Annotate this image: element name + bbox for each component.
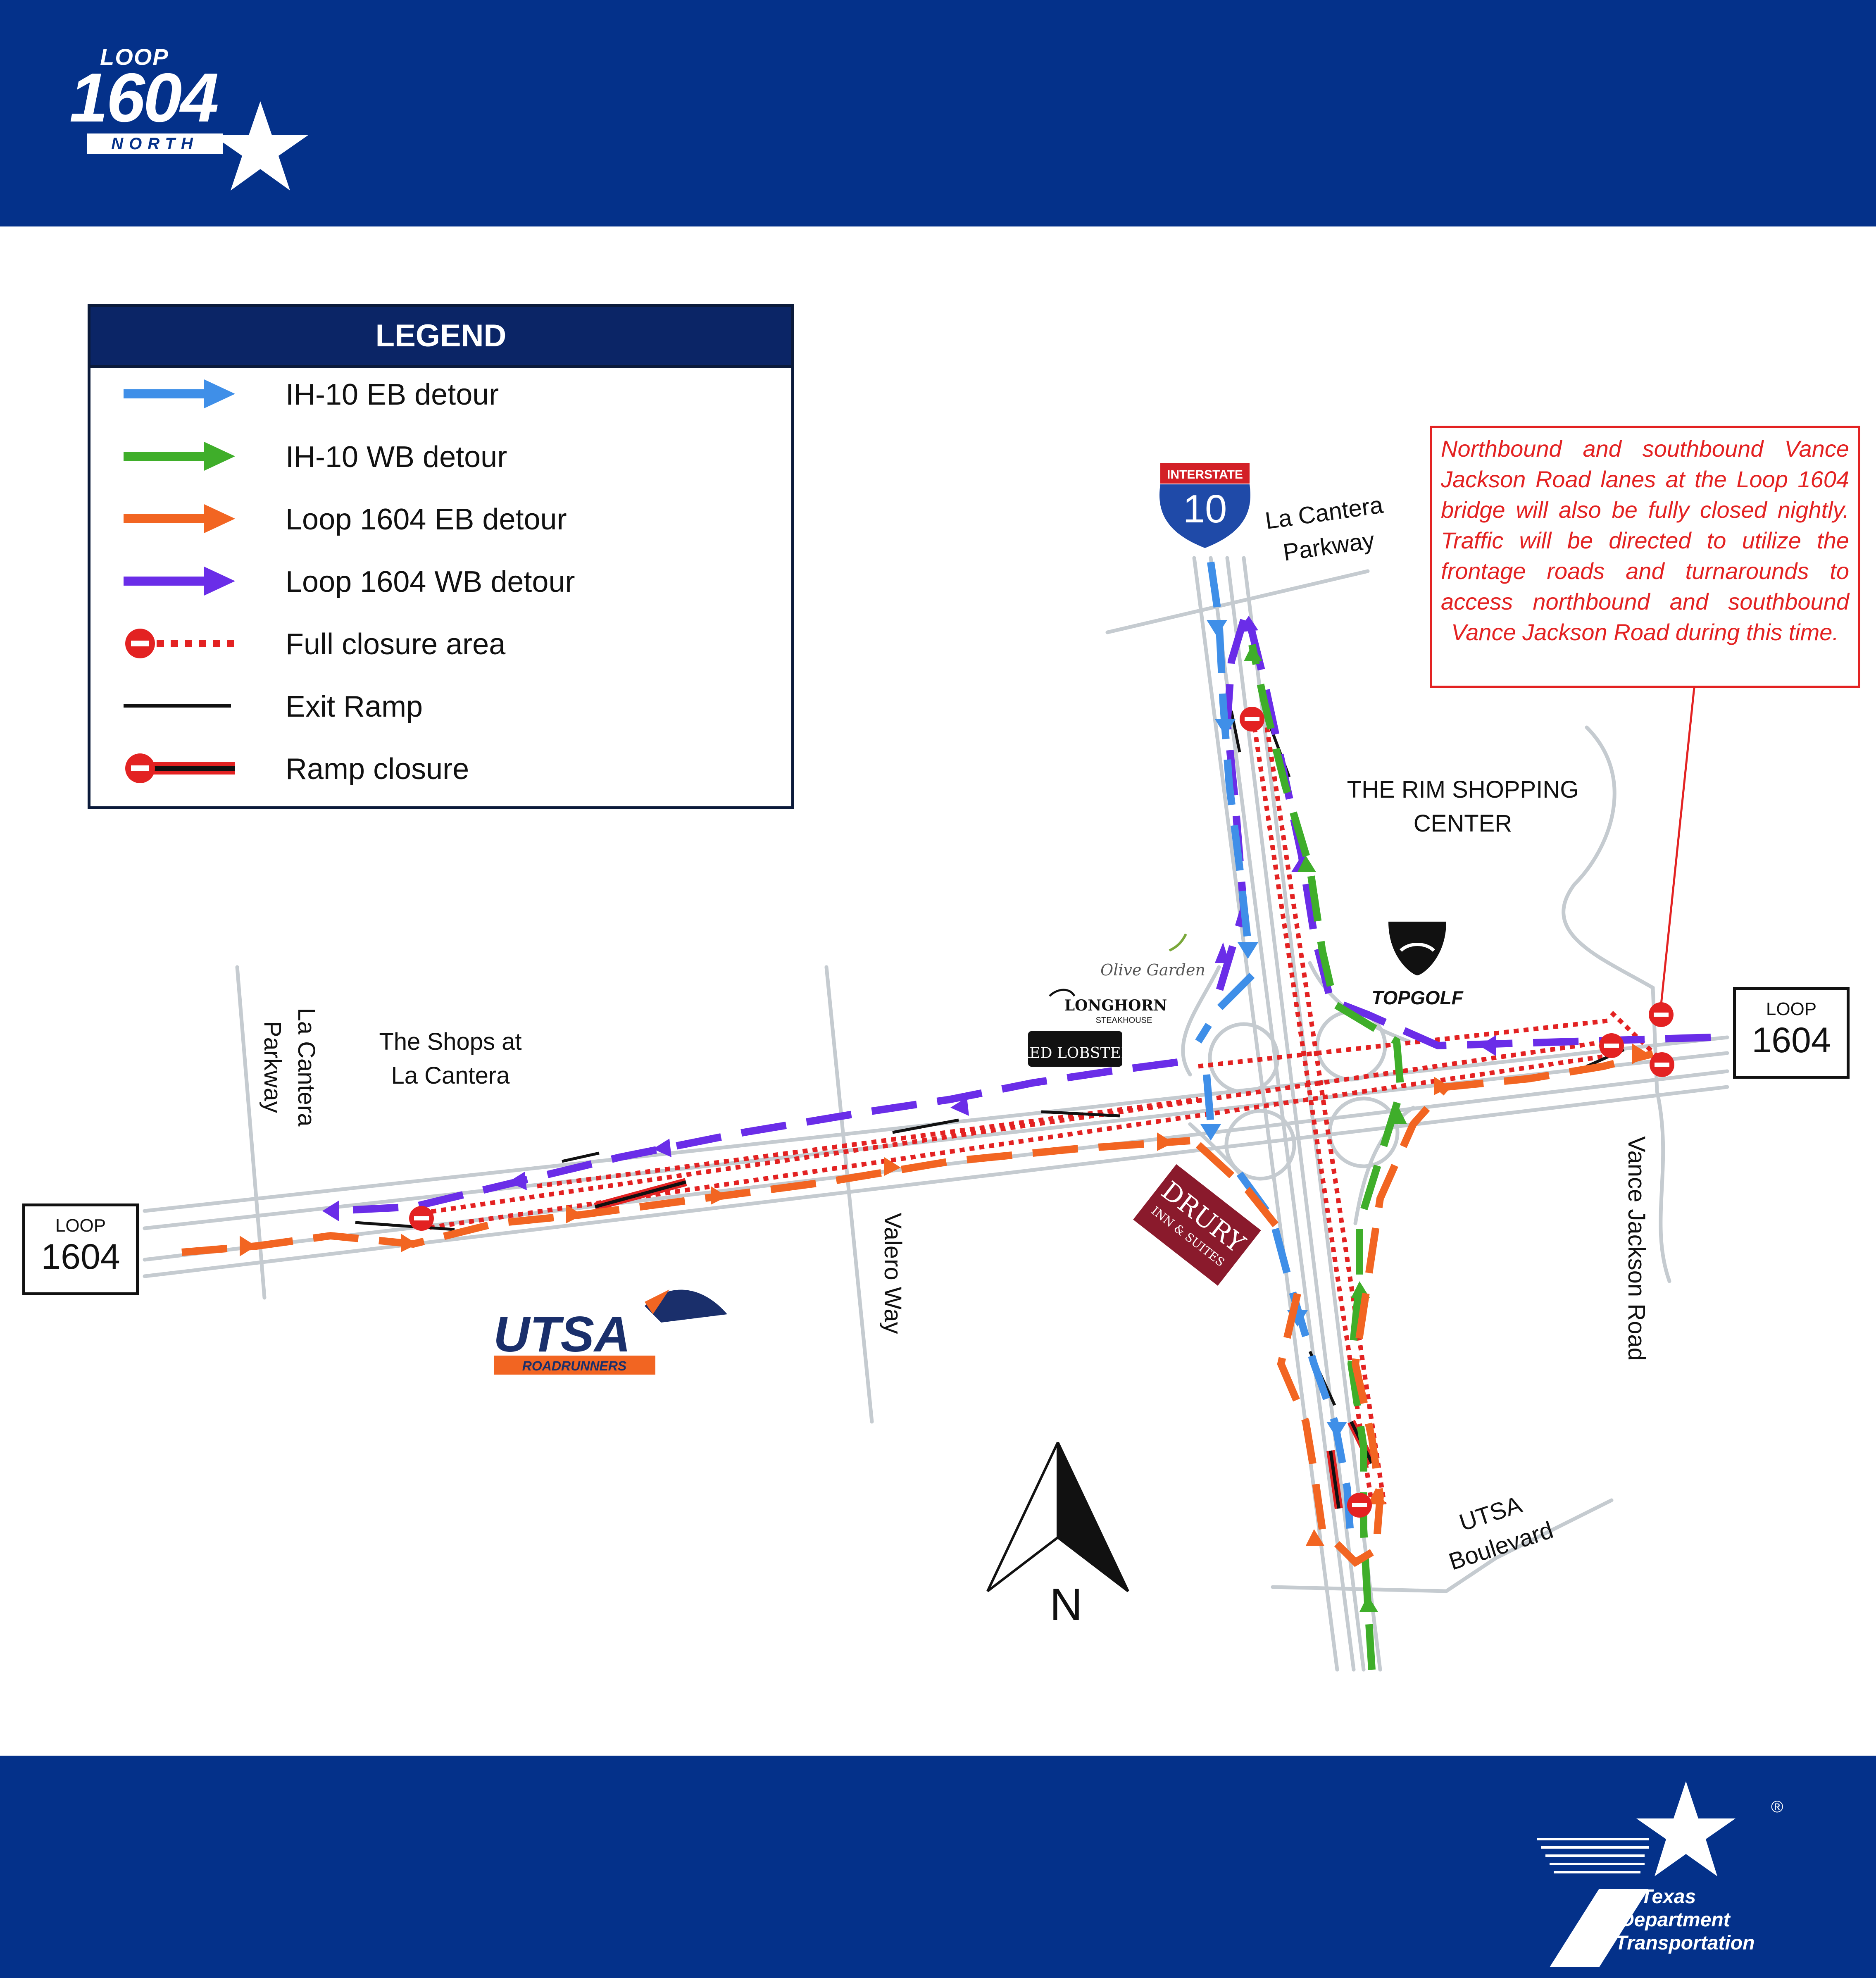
utsa-roadrunners-logo-icon: UTSA ROADRUNNERS <box>493 1289 727 1375</box>
legend-label: IH-10 EB detour <box>286 378 499 411</box>
legend-item: IH-10 WB detour <box>90 425 791 487</box>
north-arrow-label: N <box>1050 1579 1082 1630</box>
closure-markers <box>409 707 1674 1518</box>
legend-label: Loop 1604 WB detour <box>286 565 575 598</box>
red-lobster-label: RED LOBSTER <box>1018 1045 1133 1062</box>
logo-number: 1604 <box>69 59 219 136</box>
txdot-line2: Department <box>1620 1909 1730 1931</box>
logo-loop-text: LOOP <box>100 44 169 70</box>
olive-garden-label: Olive Garden <box>1100 961 1205 979</box>
legend-item: IH-10 EB detour <box>90 363 791 425</box>
txdot-line1: Texas <box>1640 1886 1696 1908</box>
logo-north-text: NORTH <box>87 133 223 154</box>
closure-marker-icon <box>1347 1493 1372 1518</box>
closure-marker-icon <box>409 1206 434 1231</box>
red-lobster-logo-icon: RED LOBSTER <box>1018 1031 1133 1067</box>
utsa-label: UTSA <box>493 1306 631 1362</box>
txdot-wordmark: Texas Department of Transportation <box>1591 1885 1755 1955</box>
topgolf-label: TOPGOLF <box>1371 987 1464 1008</box>
interstate-10-shield: INTERSTATE 10 <box>1154 459 1256 554</box>
topgolf-logo-icon: TOPGOLF <box>1371 922 1464 1008</box>
utsa-sublabel: ROADRUNNERS <box>522 1358 627 1373</box>
vance-jackson-road-label: Vance Jackson Road <box>1623 1136 1650 1361</box>
loop1604-wb-arrow-icon <box>124 567 235 596</box>
star-icon <box>212 101 308 191</box>
shield-west-number: 1604 <box>41 1237 120 1277</box>
olive-garden-logo-icon: Olive Garden <box>1100 933 1205 979</box>
ih10-wb-arrowheads <box>1244 645 1407 1612</box>
loop1604-eb-arrow-icon <box>124 504 235 533</box>
ih10-wb-arrow-icon <box>124 442 235 471</box>
legend-label: Ramp closure <box>286 753 469 786</box>
shield-east-number: 1604 <box>1752 1020 1831 1060</box>
shield-west-label: LOOP <box>55 1215 106 1236</box>
legend-item: Exit Ramp <box>90 675 791 737</box>
vance-jackson-closure-note: Northbound and southbound Vance Jackson … <box>1430 426 1860 688</box>
ramp-closure-icon <box>125 753 235 783</box>
ih10-eb-arrow-icon <box>124 379 235 408</box>
valero-way-label: Valero Way <box>879 1213 906 1334</box>
loop-1604-north-logo: LOOP 1604 NORTH <box>62 39 318 196</box>
legend: LEGEND IH-10 EB detour IH-10 WB detour L… <box>88 304 794 809</box>
txdot-line3: of Transportation <box>1591 1932 1755 1954</box>
legend-label: Loop 1604 EB detour <box>286 503 567 536</box>
loop-1604-shield-east: LOOP 1604 <box>1733 987 1850 1079</box>
interstate-shield-number: 10 <box>1183 487 1227 531</box>
footer-band <box>0 1756 1876 1978</box>
legend-item: Loop 1604 WB detour <box>90 550 791 612</box>
loop1604-eb-detour <box>181 1050 1654 1567</box>
closure-marker-icon <box>1599 1033 1624 1058</box>
full-closure-icon <box>125 629 235 658</box>
loop1604-eb-arrowheads <box>240 1044 1649 1546</box>
ih10-eb-arrowheads <box>1200 620 1347 1438</box>
north-arrow-icon <box>986 1442 1129 1592</box>
legend-item: Full closure area <box>90 612 791 674</box>
rim-shopping-center-label: THE RIM SHOPPING CENTER <box>1347 776 1579 837</box>
interstate-shield-label: INTERSTATE <box>1167 468 1243 481</box>
txdot-logo-icon <box>1537 1781 1736 1967</box>
note-text: Northbound and southbound Vance Jackson … <box>1441 436 1849 645</box>
exit-ramp-icon <box>124 704 231 708</box>
legend-item: Ramp closure <box>90 737 791 799</box>
closure-marker-icon <box>1650 1052 1674 1077</box>
closure-marker-icon <box>1649 1002 1674 1027</box>
note-leader-line <box>1660 687 1695 1005</box>
longhorn-sublabel: STEAKHOUSE <box>1096 1016 1152 1025</box>
legend-label: Exit Ramp <box>286 690 423 723</box>
la-cantera-parkway-left-label: La Cantera Parkway <box>259 1008 320 1127</box>
closure-marker-icon <box>1240 707 1264 732</box>
shops-at-la-cantera-label: The Shops at La Cantera <box>379 1028 522 1089</box>
legend-label: IH-10 WB detour <box>286 441 507 474</box>
longhorn-logo-icon: LONGHORN STEAKHOUSE <box>1049 989 1167 1025</box>
shield-east-label: LOOP <box>1766 999 1817 1019</box>
legend-item: Loop 1604 EB detour <box>90 488 791 550</box>
longhorn-label: LONGHORN <box>1064 997 1167 1014</box>
ih10-eb-detour <box>1195 561 1355 1546</box>
loop-1604-shield-west: LOOP 1604 <box>22 1203 139 1295</box>
header-band: LOOP 1604 NORTH <box>0 0 1876 226</box>
legend-title: LEGEND <box>90 307 791 368</box>
registered-mark: ® <box>1771 1798 1783 1816</box>
legend-label: Full closure area <box>286 628 506 661</box>
